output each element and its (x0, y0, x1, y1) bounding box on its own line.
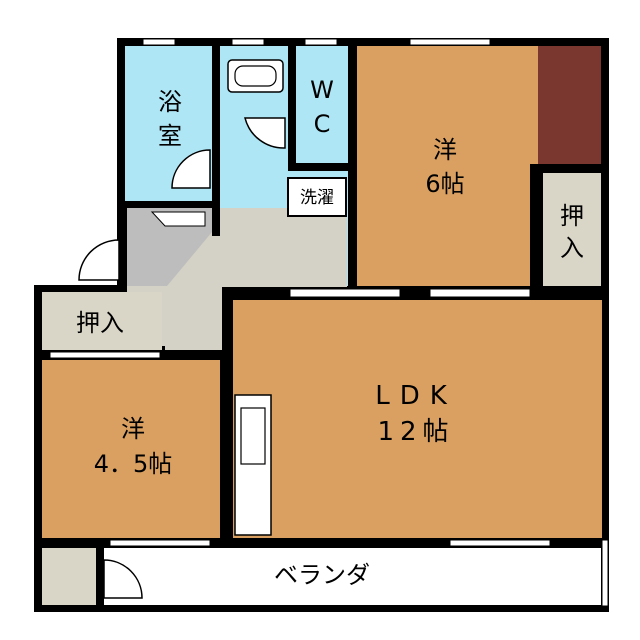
western6-label-2: 6帖 (425, 170, 464, 198)
bath-label-1: 浴 (158, 88, 182, 116)
ldk-label-1: LDK (375, 381, 457, 411)
closet-right-label-2: 入 (560, 234, 584, 262)
closet-right-floor (543, 173, 601, 286)
veranda-door-swing (103, 559, 143, 599)
closet-left-floor (42, 292, 162, 350)
bath-label-2: 室 (158, 122, 182, 150)
entrance-door-swing (78, 239, 120, 281)
wall-ldk-left (222, 292, 233, 546)
washbasin-bowl (234, 65, 277, 87)
wc-floor (296, 46, 348, 163)
western6-label-1: 洋 (433, 136, 457, 164)
veranda-floor (104, 548, 601, 605)
closet-right-label-1: 押 (560, 202, 584, 230)
veranda-label: ベランダ (274, 561, 370, 589)
western45-label-2: 4．5帖 (94, 450, 173, 478)
ldk-floor (233, 300, 602, 538)
entrance-floor (127, 208, 212, 286)
corridor-lower (165, 286, 223, 356)
storage-corner (42, 548, 96, 605)
closet-left-label: 押入 (76, 309, 124, 337)
western45-label-1: 洋 (121, 415, 145, 443)
wall-storage-right (96, 548, 104, 605)
wall-wc-bottom (288, 163, 350, 171)
laundry-box (287, 177, 347, 217)
wall-wc-left (288, 46, 296, 171)
wall-notch-clear (34, 0, 117, 285)
laundry-label: 洗濯 (300, 188, 334, 208)
brown-panel (538, 46, 601, 164)
western45-floor (42, 360, 220, 538)
wash-door-swing (244, 117, 286, 149)
wall-ldk-top (222, 287, 609, 300)
western6-floor (357, 46, 538, 286)
wall-closet-divider (530, 164, 543, 288)
entrance-step (150, 211, 206, 227)
wall-bath-right (212, 46, 220, 236)
wall-bottom-band (34, 538, 609, 548)
bath-door-swing (171, 149, 211, 189)
wall-entrance-left (119, 208, 127, 290)
kitchen-counter-icon (234, 394, 272, 536)
wall-wash-right (348, 46, 357, 292)
wc-label-2: C (314, 110, 331, 138)
washbasin-icon (227, 59, 284, 93)
wc-label-1: W (310, 76, 334, 104)
kitchen-sink-icon (240, 407, 266, 465)
windows (49, 38, 609, 607)
ldk-label-2: 12帖 (377, 417, 454, 447)
